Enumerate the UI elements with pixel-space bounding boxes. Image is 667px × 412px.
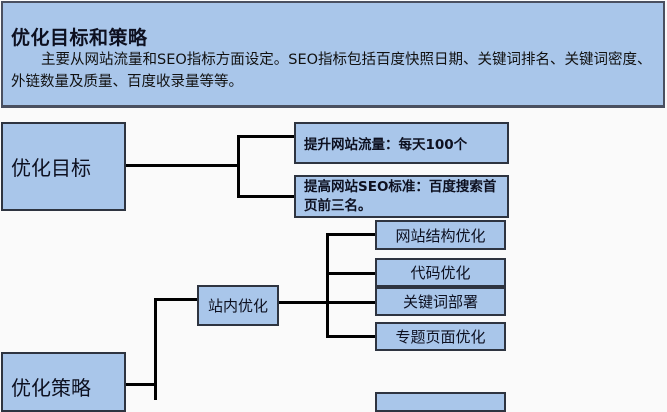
node-onsite: 站内优化	[197, 285, 279, 326]
node-label: 网站结构优化	[395, 226, 486, 245]
connector	[326, 301, 376, 304]
connector	[237, 135, 240, 198]
connector	[126, 164, 239, 167]
node-keyword-deploy: 关键词部署	[375, 287, 506, 316]
connector	[326, 272, 376, 275]
node-code: 代码优化	[375, 258, 506, 287]
node-offsite-partial	[375, 392, 506, 412]
node-site-structure: 网站结构优化	[375, 220, 506, 250]
node-strategy: 优化策略	[1, 352, 126, 412]
header-description: 主要从网站流量和SEO指标方面设定。SEO指标包括百度快照日期、关键词排名、关键…	[11, 52, 652, 90]
connector	[237, 195, 295, 198]
header-box: 优化目标和策略 主要从网站流量和SEO指标方面设定。SEO指标包括百度快照日期、…	[1, 1, 665, 108]
connector	[326, 233, 376, 236]
node-strategy-label: 优化策略	[11, 376, 91, 400]
node-label: 提升网站流量：每天100个	[304, 137, 468, 153]
page-title: 优化目标和策略	[11, 27, 148, 49]
node-goal-seo-standard: 提高网站SEO标准：百度搜索首页前三名。	[294, 175, 509, 218]
node-label: 代码优化	[410, 264, 471, 282]
node-label: 提高网站SEO标准：百度搜索首页前三名。	[304, 178, 497, 214]
connector	[279, 301, 329, 304]
connector	[237, 135, 295, 138]
node-goal-label: 优化目标	[11, 156, 91, 180]
node-goal-traffic: 提升网站流量：每天100个	[294, 122, 509, 164]
connector	[126, 383, 156, 386]
connector	[154, 298, 157, 400]
node-topic-pages: 专题页面优化	[375, 322, 506, 351]
node-label: 站内优化	[207, 297, 268, 315]
node-goal: 优化目标	[1, 122, 126, 211]
connector	[154, 298, 198, 301]
connector	[326, 335, 376, 338]
node-label: 专题页面优化	[395, 328, 486, 346]
connector	[326, 233, 329, 338]
node-label: 关键词部署	[402, 293, 478, 311]
